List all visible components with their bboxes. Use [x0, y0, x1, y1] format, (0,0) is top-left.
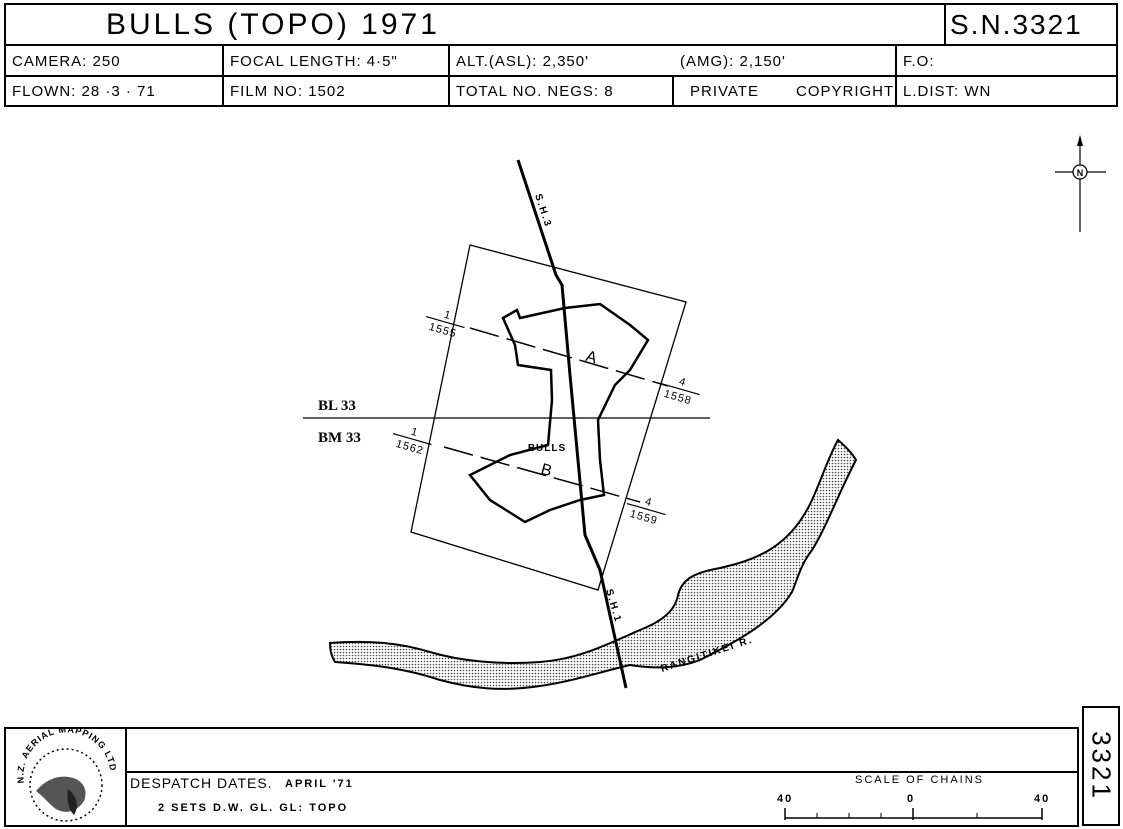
fraction-bar: [660, 382, 700, 396]
camera-field: CAMERA: 250: [12, 52, 121, 70]
run-a-end-run: 4: [678, 376, 687, 389]
title-divider: [944, 3, 946, 45]
rangitikei-river: [328, 438, 858, 690]
north-arrow-icon: N: [1055, 135, 1106, 232]
fraction-bar: [392, 432, 432, 446]
svg-text:N.Z. AERIAL MAPPING LTD.: N.Z. AERIAL MAPPING LTD.: [6, 729, 118, 784]
footer-box: [4, 727, 1079, 827]
road-label-south: S.H.1: [603, 588, 623, 625]
col-divider-4: [895, 44, 897, 106]
scale-bar: [784, 808, 1043, 820]
logo-text: N.Z. AERIAL MAPPING LTD.: [6, 729, 117, 784]
total-negs-field: TOTAL NO. NEGS: 8: [456, 83, 614, 100]
footer-divider-horizontal: [125, 771, 1079, 773]
company-logo: N.Z. AERIAL MAPPING LTD.: [6, 729, 118, 822]
run-b-start-run: 1: [410, 426, 419, 439]
despatch-date: APRIL '71: [285, 778, 354, 790]
scale-mid-value: 0: [907, 793, 916, 805]
sheet-label-upper: BL 33: [318, 398, 356, 414]
scale-title: SCALE OF CHAINS: [855, 774, 985, 786]
run-a-label: A: [584, 348, 599, 367]
col-divider-1: [222, 44, 224, 106]
copyright-label: COPYRIGHT: [796, 83, 895, 100]
coverage-rectangle: [410, 244, 687, 591]
fo-field: F.O:: [903, 52, 935, 70]
header-table: [4, 3, 1118, 107]
run-a-start-run: 1: [443, 309, 452, 322]
scale-right-value: 40: [1034, 793, 1051, 805]
fraction-bar: [626, 502, 666, 516]
sets-info: 2 SETS D.W. GL. GL: TOPO: [158, 802, 349, 814]
flown-field: FLOWN: 28 ·3 · 71: [12, 83, 156, 100]
ldist-field: L.DIST: WN: [903, 83, 992, 100]
col-divider-3: [672, 75, 674, 106]
state-highway: [516, 159, 628, 689]
despatch-label: DESPATCH DATES.: [130, 775, 273, 791]
focal-length-field: FOCAL LENGTH: 4·5": [230, 52, 398, 70]
scale-left-value: 40: [777, 793, 794, 805]
town-boundary: [468, 302, 650, 524]
fraction-bar: [425, 315, 465, 329]
run-b-label: B: [539, 461, 554, 480]
sheet-number: S.N.3321: [950, 9, 1083, 40]
side-number: 3321: [1086, 731, 1117, 801]
sheet-label-lower: BM 33: [318, 430, 361, 446]
footer-divider-vertical: [125, 727, 127, 827]
side-number-box: [1082, 706, 1120, 826]
header-divider-1: [4, 44, 1118, 46]
col-divider-2: [448, 44, 450, 106]
run-b-end-run: 4: [644, 496, 653, 509]
town-label: BULLS: [528, 443, 566, 454]
north-label: N: [1077, 168, 1084, 178]
header-divider-2: [4, 75, 1118, 77]
film-no-field: FILM NO: 1502: [230, 83, 346, 100]
map-title: BULLS (TOPO) 1971: [106, 8, 440, 41]
flight-run-b: [443, 446, 641, 503]
flight-run-a: [469, 327, 669, 387]
alt-asl-field: ALT.(ASL): 2,350': [456, 52, 589, 70]
amg-field: (AMG): 2,150': [680, 52, 786, 70]
private-label: PRIVATE: [690, 83, 759, 100]
